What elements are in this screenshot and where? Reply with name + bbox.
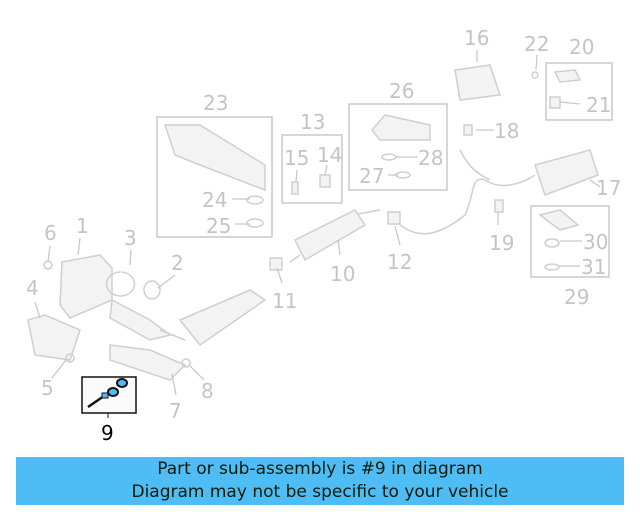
label-12[interactable]: 12 [387,250,412,274]
gasket-2 [143,280,161,300]
washer-28 [381,153,397,161]
label-13[interactable]: 13 [300,110,325,134]
label-15[interactable]: 15 [284,146,309,170]
part-20-box [545,62,613,121]
label-2[interactable]: 2 [171,251,184,275]
hanger-19 [494,199,504,213]
muffler-16 [454,64,502,101]
front-pipe [159,289,267,347]
label-24[interactable]: 24 [202,188,227,212]
tailpipe [459,149,491,181]
catalytic-converter [59,254,172,341]
bolt-22 [531,71,539,79]
label-14[interactable]: 14 [317,143,342,167]
banner-line-2: Diagram may not be specific to your vehi… [131,482,509,502]
label-25[interactable]: 25 [206,214,231,238]
leader-lines [34,50,601,396]
bolt-icon [87,394,105,409]
label-31[interactable]: 31 [581,255,606,279]
label-22[interactable]: 22 [524,32,549,56]
bracket-29 [538,209,580,231]
clip-14 [319,174,331,188]
label-20[interactable]: 20 [569,35,594,59]
heat-shield-4 [27,314,81,361]
rear-pipe [399,174,536,235]
label-8[interactable]: 8 [201,379,214,403]
label-6[interactable]: 6 [44,221,57,245]
label-1[interactable]: 1 [76,214,89,238]
gasket-icon [107,387,119,397]
nut-27 [395,171,411,179]
banner-line-1: Part or sub-assembly is #9 in diagram [157,459,483,479]
label-11[interactable]: 11 [272,289,297,313]
nut-6 [43,260,53,270]
label-7[interactable]: 7 [169,399,182,423]
washer-30 [544,238,560,248]
label-3[interactable]: 3 [124,226,137,250]
label-21[interactable]: 21 [586,93,611,117]
part-23-box [156,116,273,238]
washer-24 [246,195,264,205]
clamp-11 [269,257,283,271]
insulator-21 [549,96,561,109]
gasket-7 [109,344,187,381]
label-5[interactable]: 5 [41,376,54,400]
center-muffler-10 [289,209,381,263]
label-26[interactable]: 26 [389,79,414,103]
washer-25 [246,218,264,228]
label-9[interactable]: 9 [101,421,114,445]
clamp-12 [387,211,401,225]
bolt-head [101,392,109,399]
heat-shield-26 [371,114,431,141]
label-27[interactable]: 27 [359,164,384,188]
label-23[interactable]: 23 [203,91,228,115]
rear-muffler-17 [534,149,599,196]
bolt-5 [65,353,75,363]
nut-31 [544,263,560,271]
label-16[interactable]: 16 [464,26,489,50]
part-26-box [348,103,448,191]
label-18[interactable]: 18 [494,119,519,143]
clamp-3 [105,271,136,297]
label-10[interactable]: 10 [330,262,355,286]
bolt-8 [181,358,191,368]
label-29[interactable]: 29 [564,285,589,309]
part-13-box [281,134,343,204]
gasket-icon [116,378,128,388]
label-19[interactable]: 19 [489,231,514,255]
label-17[interactable]: 17 [596,176,621,200]
bracket-20 [553,69,582,83]
info-banner: Part or sub-assembly is #9 in diagram Di… [16,457,624,505]
part-29-box [530,205,610,278]
label-4[interactable]: 4 [26,276,39,300]
bolt-15 [291,181,299,195]
part-9-highlight[interactable] [81,376,137,418]
hanger-18 [463,124,473,136]
label-30[interactable]: 30 [583,230,608,254]
label-28[interactable]: 28 [418,146,443,170]
heat-shield-23 [163,124,266,192]
